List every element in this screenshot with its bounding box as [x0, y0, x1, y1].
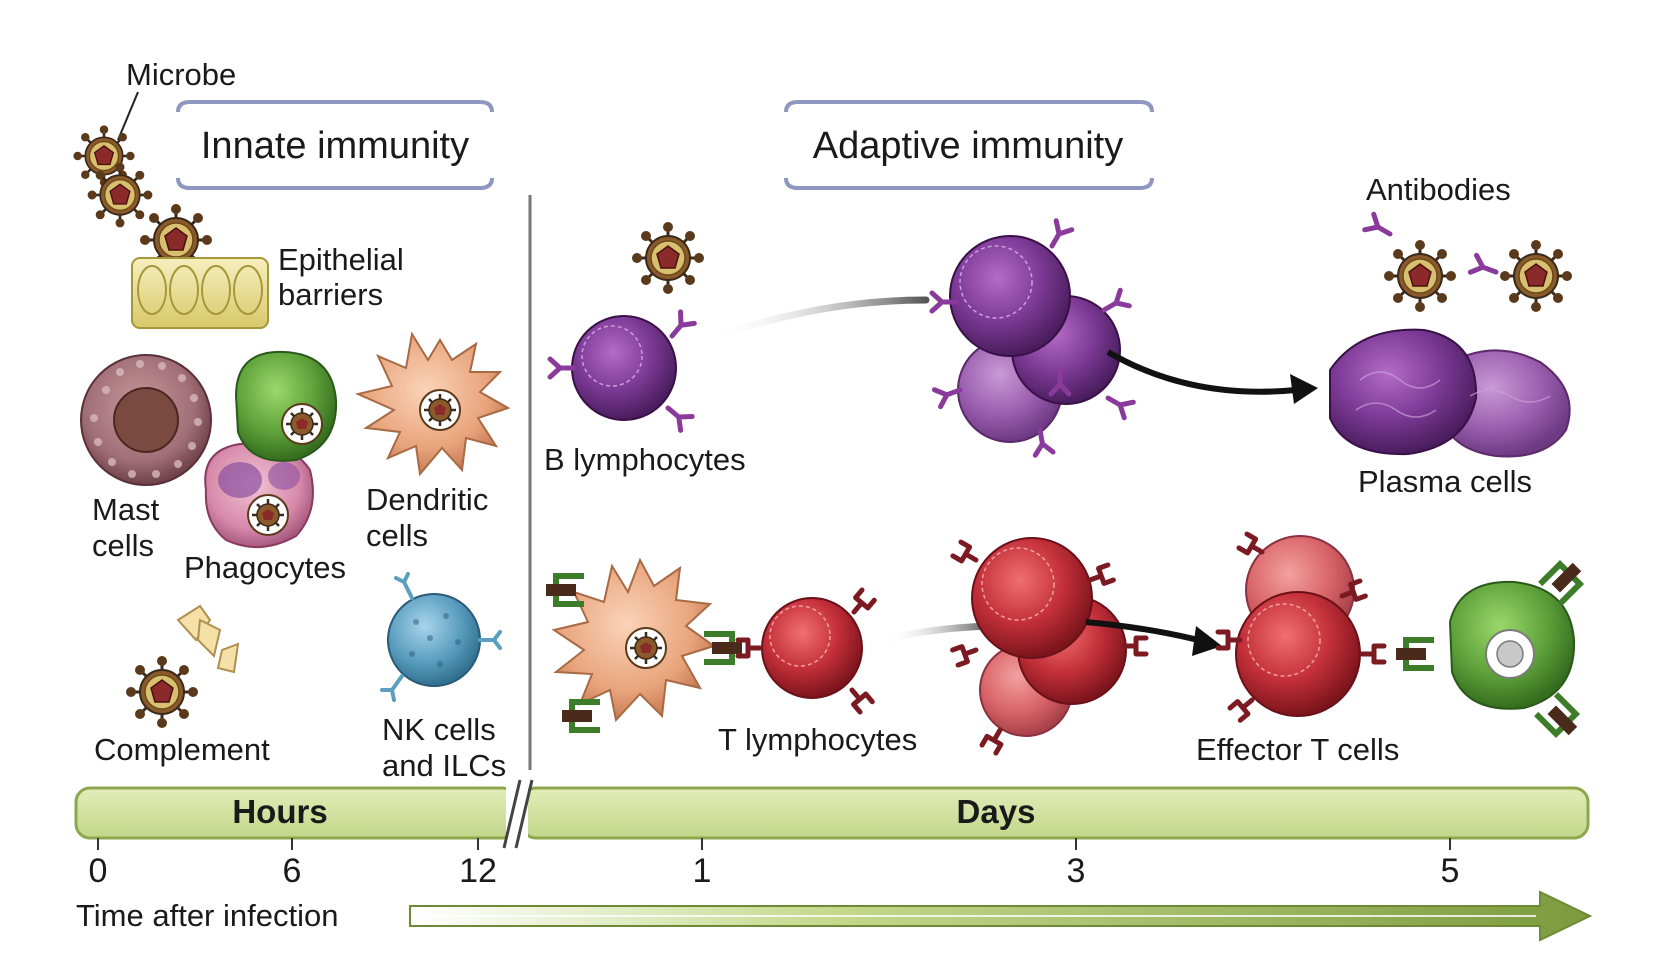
t-cell-cluster-icon: [953, 537, 1146, 753]
phagocytes-label: Phagocytes: [184, 550, 346, 585]
microbe-label: Microbe: [126, 57, 236, 92]
mast-label-2: cells: [92, 528, 154, 563]
time-arrow: [409, 890, 1593, 942]
epithelial-label-2: barriers: [278, 277, 383, 312]
time-after-infection-label: Time after infection: [76, 898, 338, 933]
tick-3: 3: [1067, 852, 1086, 890]
t-lymphocytes-label: T lymphocytes: [718, 722, 917, 757]
tick-1: 1: [693, 852, 712, 890]
days-label: Days: [957, 793, 1036, 830]
tick-0: 0: [89, 852, 108, 890]
nk-label-1: NK cells: [382, 712, 496, 747]
tick-6: 6: [283, 852, 302, 890]
hours-bar: Hours: [74, 786, 518, 840]
microbe-label-group: Microbe: [117, 57, 236, 141]
mast-label-1: Mast: [92, 492, 160, 527]
nk-label-2: and ILCs: [382, 748, 506, 783]
phagocyte-pink-icon: [204, 442, 314, 549]
plasma-cells-label: Plasma cells: [1358, 464, 1532, 499]
nk-cell-icon: [380, 572, 502, 702]
complement-label: Complement: [94, 732, 270, 767]
dendritic-label-1: Dendritic: [366, 482, 488, 517]
phagocyte-green-icon: [234, 350, 338, 462]
tick-labels: 0 6 12 1 3 5: [89, 852, 1460, 890]
innate-immunity-title: Innate immunity: [201, 125, 469, 167]
tick-12: 12: [459, 852, 497, 890]
innate-immunity-header: Innate immunity: [176, 100, 494, 190]
complement-icon: [124, 604, 240, 730]
t-lymphocyte-icon: [738, 590, 874, 712]
antibodies-label: Antibodies: [1366, 172, 1511, 207]
epithelial-barrier-icon: [131, 257, 269, 329]
mast-cell-icon: [80, 354, 212, 486]
effector-t-cells-icon: [1218, 534, 1384, 720]
adaptive-immunity-header: Adaptive immunity: [784, 100, 1154, 190]
epithelial-label-1: Epithelial: [278, 242, 404, 277]
microbe-icon: [72, 124, 214, 278]
antibodies-icon: [1365, 214, 1574, 314]
days-bar: Days: [520, 786, 1590, 840]
b-lymphocytes-label: B lymphocytes: [544, 442, 746, 477]
antigen-presenting-cell-icon: [546, 557, 742, 730]
adaptive-immunity-title: Adaptive immunity: [813, 125, 1123, 167]
dendritic-cell-icon: [354, 331, 511, 477]
effector-t-cells-label: Effector T cells: [1196, 732, 1399, 767]
axis-break: [502, 779, 534, 849]
dendritic-label-2: cells: [366, 518, 428, 553]
b-activation-arrow: [708, 296, 930, 342]
t-activation-arrow: [880, 622, 994, 644]
plasma-cells-icon: [1329, 328, 1571, 458]
infected-target-cell-icon: [1396, 557, 1587, 741]
tick-marks: [97, 838, 1451, 850]
b-differentiation-arrow: [1106, 349, 1318, 404]
hours-label: Hours: [232, 793, 327, 830]
b-lymphocyte-icon: [550, 220, 706, 430]
b-cell-cluster-icon: [932, 221, 1133, 455]
t-differentiation-arrow: [1085, 619, 1222, 656]
tick-5: 5: [1441, 852, 1460, 890]
